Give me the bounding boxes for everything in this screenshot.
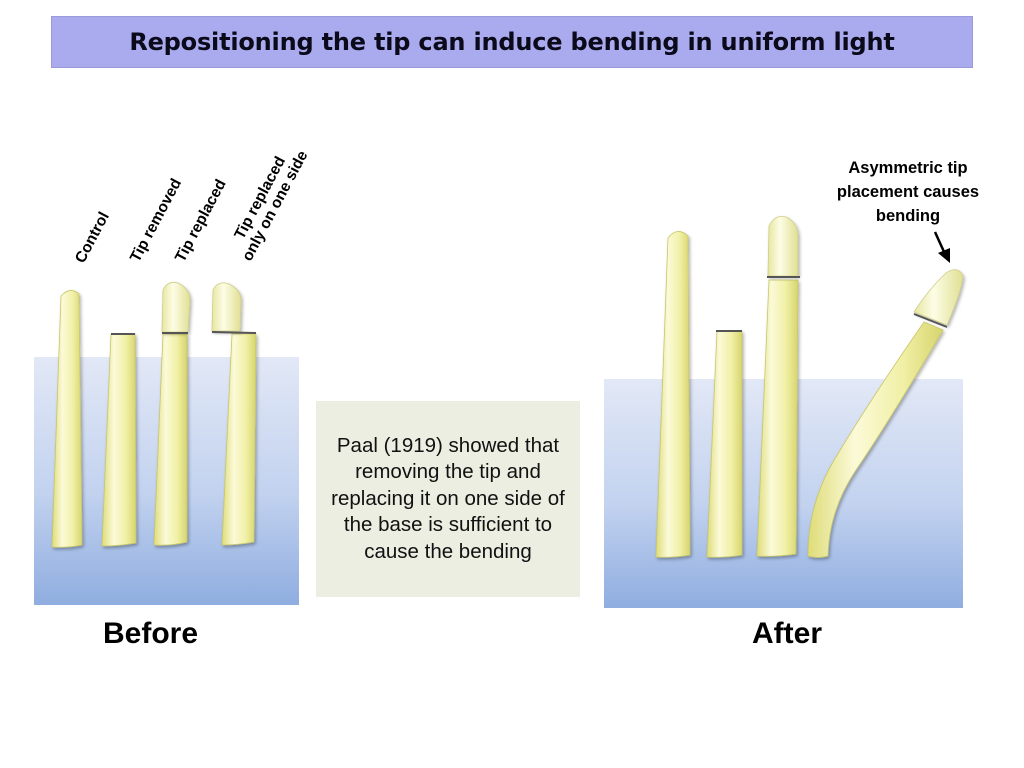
annotation-arrow	[933, 231, 947, 255]
before-side-replaced-tip	[211, 282, 242, 332]
paal-note-text: Paal (1919) showed that removing the tip…	[331, 433, 565, 563]
after-bent-coleoptile	[807, 321, 944, 558]
annotation-arrowhead	[938, 248, 950, 263]
before-tip-replaced-coleoptile	[153, 333, 188, 546]
asymmetric-annotation: Asymmetric tip placement causes bending	[836, 159, 980, 225]
after-replaced-tip	[767, 216, 799, 277]
before-side-tip-coleoptile	[221, 333, 257, 546]
before-tip-removed-coleoptile	[101, 333, 137, 547]
paal-note: Paal (1919) showed that removing the tip…	[316, 401, 580, 597]
before-control-coleoptile	[51, 290, 83, 548]
before-replaced-tip	[161, 281, 191, 333]
after-control-coleoptile	[655, 231, 691, 558]
before-caption: Before	[103, 617, 199, 650]
title-bar: Repositioning the tip can induce bending…	[51, 16, 973, 68]
after-cut-line-3	[913, 313, 948, 328]
slide-title: Repositioning the tip can induce bending…	[129, 28, 895, 56]
after-tip-replaced-coleoptile	[756, 279, 799, 557]
before-cut-line-3	[211, 331, 257, 334]
after-tip-removed-coleoptile	[706, 330, 743, 558]
after-bent-tip	[913, 269, 964, 326]
after-caption: After	[752, 617, 823, 650]
